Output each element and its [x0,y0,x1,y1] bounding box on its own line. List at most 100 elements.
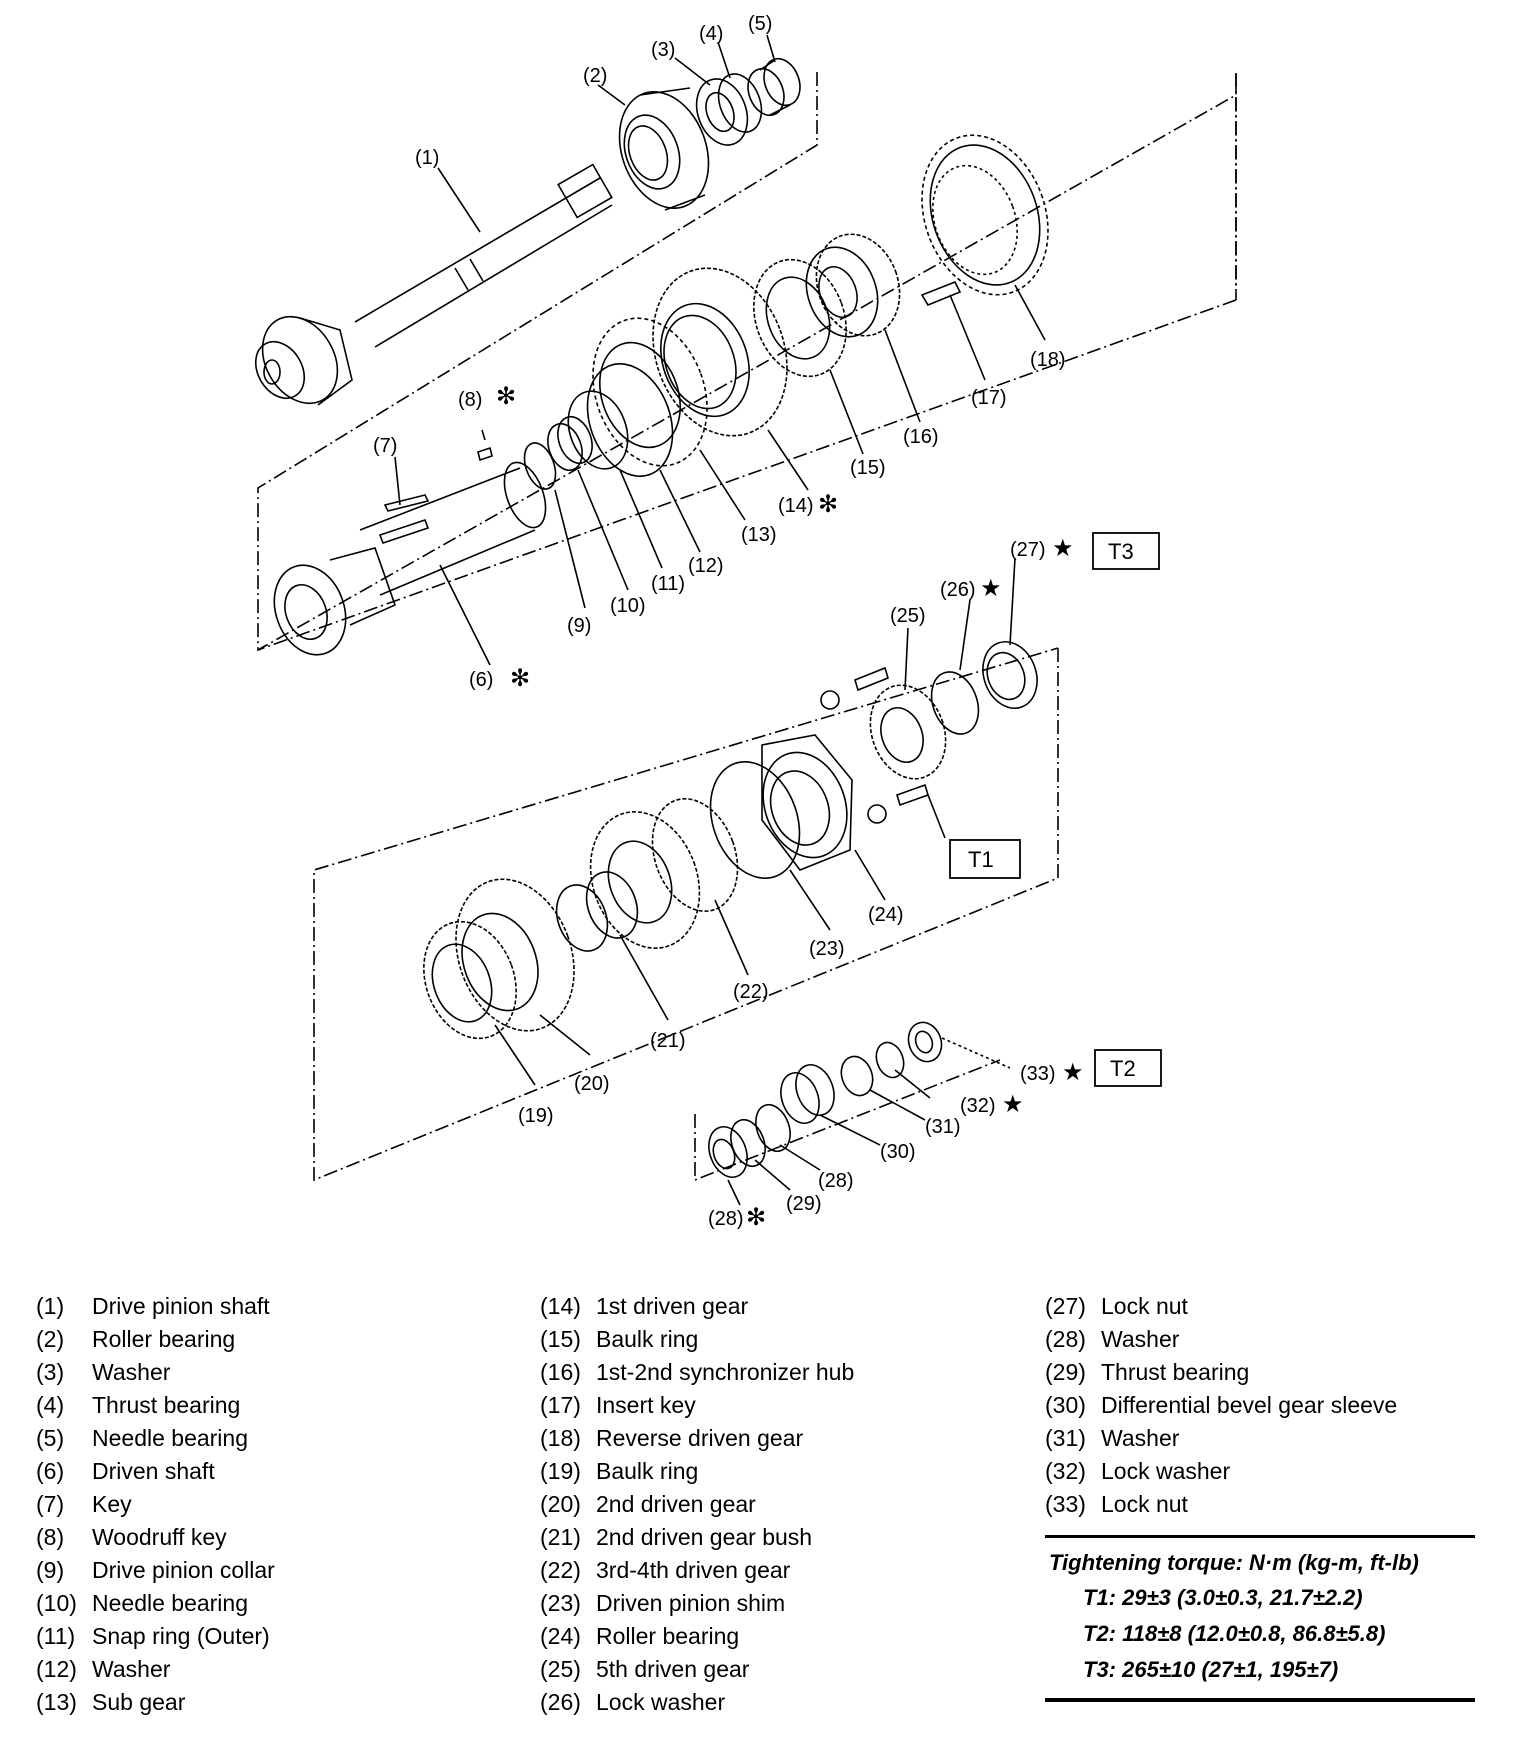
star-mark-26: ★ [980,575,1002,602]
callout-19: (19) [518,1105,554,1127]
legend-item-name: Needle bearing [92,1590,249,1616]
roller-bearing-2 [618,87,710,211]
t2-box-label: T2 [1110,1056,1136,1081]
first-driven-gear-14 [652,267,788,437]
legend-item: (19)Baulk ring [540,1455,854,1488]
legend-item-number: (23) [540,1590,581,1616]
washer-28-outer [708,1126,748,1178]
washer-3-inner [705,91,735,133]
legend-item-name: Lock nut [1101,1491,1188,1517]
baulk-ring-15 [753,258,847,378]
legend-item-name: Baulk ring [596,1458,699,1484]
legend-item-name: Thrust bearing [92,1392,241,1418]
star-mark-32: ★ [1002,1091,1024,1118]
legend-item-number: (6) [36,1458,65,1484]
callout-21: (21) [650,1030,686,1052]
legend-item-name: 1st driven gear [596,1293,749,1319]
legend-item: (17)Insert key [540,1389,854,1422]
legend-item-number: (28) [1045,1326,1086,1352]
legend-item-name: Differential bevel gear sleeve [1101,1392,1398,1418]
synchronizer-hub-16 [805,233,901,338]
callout-7: (7) [373,435,397,457]
parts-legend-column-1: (1)Drive pinion shaft(2)Roller bearing(3… [36,1290,275,1719]
driven-pinion-shim-23 [709,761,801,879]
washer-3 [695,78,749,146]
legend-item-number: (31) [1045,1425,1086,1451]
callout-23: (23) [809,938,845,960]
callout-33: (33) [1020,1063,1056,1085]
legend-item: (27) Lock nut [1045,1290,1397,1323]
legend-item-name: Key [92,1491,132,1517]
legend-item-name: Lock nut [1101,1293,1188,1319]
washer-12 [586,363,674,477]
legend-item: (18)Reverse driven gear [540,1422,854,1455]
asterisk-mark-6: ✻ [510,665,530,692]
callout-12: (12) [688,555,724,577]
legend-item-number: (5) [36,1425,65,1451]
callout-2: (2) [583,65,607,87]
t3-box [1092,532,1160,570]
legend-item: (24)Roller bearing [540,1620,854,1653]
baulk-ring-19 [423,920,517,1040]
legend-item-number: (25) [540,1656,581,1682]
legend-item-number: (16) [540,1359,581,1385]
parts-legend-column-3: (27) Lock nut (28) Washer (29)Thrust bearing… [1045,1290,1397,1521]
callout-28a: (28) [818,1170,854,1192]
sub-gear-13 [592,317,708,467]
legend-item-name: Washer [92,1359,171,1385]
legend-item-number: (15) [540,1326,581,1352]
legend-item: (3) Washer [36,1356,275,1389]
callout-3: (3) [651,39,675,61]
callout-10: (10) [610,595,646,617]
callout-18: (18) [1030,349,1066,371]
legend-item-number: (20) [540,1491,581,1517]
legend-item: (28) Washer [1045,1323,1397,1356]
legend-item-name: Reverse driven gear [596,1425,804,1451]
tightening-torque-table: Tightening torque: N·m (kg-m, ft-lb) T1:… [1045,1535,1475,1702]
legend-item-name: Washer [1101,1326,1180,1352]
star-mark-27: ★ [1052,535,1074,562]
callout-32: (32) [960,1095,996,1117]
callout-24: (24) [868,904,904,926]
legend-item: (4)Thrust bearing [36,1389,275,1422]
legend-item-number: (22) [540,1557,581,1583]
callout-29: (29) [786,1193,822,1215]
callout-17: (17) [971,387,1007,409]
legend-item-number: (30) [1045,1392,1086,1418]
legend-item-name: Insert key [596,1392,696,1418]
t1-box [949,839,1021,879]
roller-bearing-24 [761,734,853,871]
legend-item: (23)Driven pinion shim [540,1587,854,1620]
legend-item: (29)Thrust bearing [1045,1356,1397,1389]
legend-item: (21)2nd driven gear bush [540,1521,854,1554]
insert-key-17 [920,280,962,306]
legend-item: (32)Lock washer [1045,1455,1397,1488]
key-7 [378,494,430,545]
legend-item: (9)Drive pinion collar [36,1554,275,1587]
callout-25: (25) [890,605,926,627]
callout-6: (6) [469,669,493,691]
legend-item-number: (32) [1045,1458,1086,1484]
thrust-bearing-29 [730,1118,766,1168]
callout-31: (31) [925,1116,961,1138]
asterisk-mark-8: ✻ [496,383,516,410]
callout-11: (11) [651,573,685,595]
legend-item: (26)Lock washer [540,1686,854,1719]
legend-item-number: (29) [1045,1359,1086,1385]
differential-bevel-gear-sleeve-30 [780,1064,835,1124]
torque-t3: T3: 265±10 (27±1, 195±7) [1083,1657,1339,1682]
legend-item-name: Driven shaft [92,1458,215,1484]
legend-item: (33)Lock nut [1045,1488,1397,1521]
t1-box-label: T1 [968,847,994,872]
upper-bracket-diag [257,299,1237,651]
callout-5: (5) [748,13,772,35]
callout-22: (22) [733,981,769,1003]
legend-item-name: Baulk ring [596,1326,699,1352]
legend-item-name: Needle bearing [92,1425,249,1451]
legend-item-number: (27) [1045,1293,1086,1319]
legend-item-number: (3) [36,1359,65,1385]
callout-13: (13) [741,524,777,546]
legend-item-number: (7) [36,1491,65,1517]
legend-item-name: Washer [1101,1425,1180,1451]
legend-item-number: (10) [36,1590,77,1616]
